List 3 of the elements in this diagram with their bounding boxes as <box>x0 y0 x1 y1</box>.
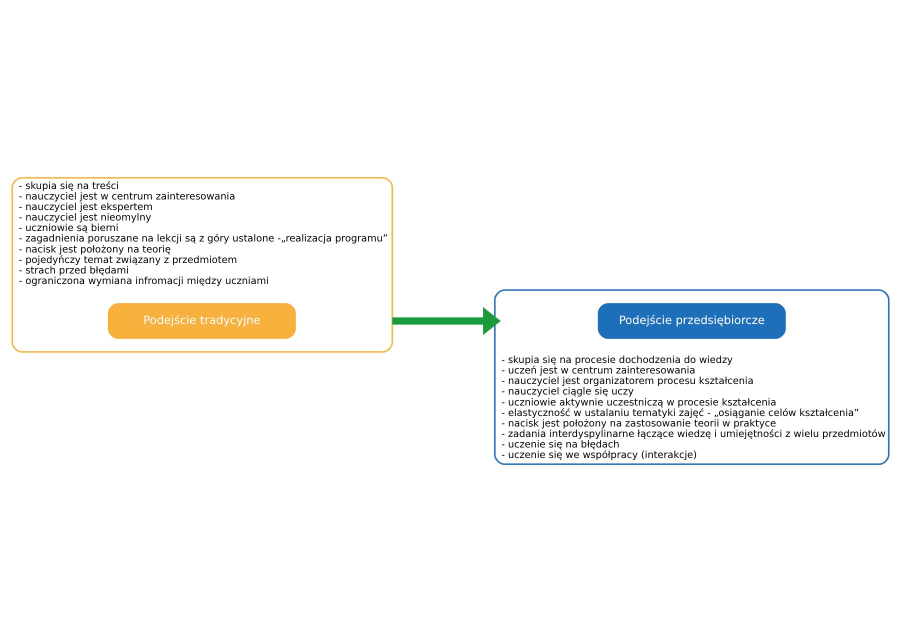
node-box: Podejście przedsiębiorcze <box>598 302 786 338</box>
node-box: Podejście tradycyjne <box>108 302 296 338</box>
arrow <box>392 306 501 334</box>
